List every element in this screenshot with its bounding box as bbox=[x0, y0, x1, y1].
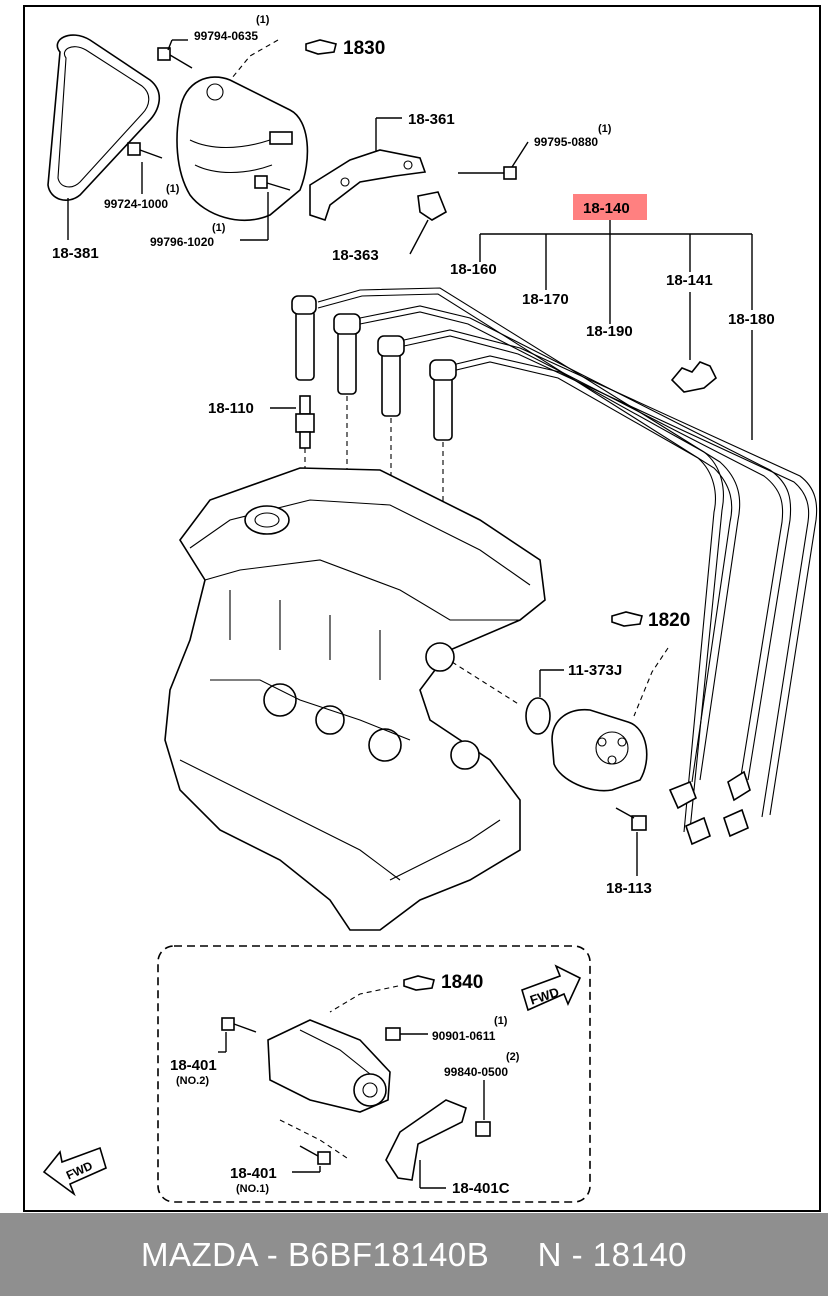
svg-text:1830: 1830 bbox=[343, 38, 385, 59]
label-starter-bolt-no2-sub: (NO.2) bbox=[176, 1075, 209, 1087]
plug-boot-3 bbox=[377, 335, 405, 417]
qty-bracket-bolt: (1) bbox=[598, 123, 612, 135]
plug-boot-4 bbox=[429, 359, 457, 441]
label-wire-170: 18-170 bbox=[522, 291, 569, 308]
starter-motor bbox=[267, 1019, 391, 1113]
starter-nut bbox=[385, 1027, 401, 1041]
section-ref-distributor: 1820 bbox=[611, 610, 690, 631]
label-starter-bracket: 18-401C bbox=[452, 1180, 510, 1197]
fwd-arrow-upper: FWD bbox=[521, 964, 582, 1012]
bolt-lower bbox=[254, 175, 291, 191]
label-bolt-upper: 99794-0635 bbox=[194, 29, 258, 43]
svg-text:1820: 1820 bbox=[648, 610, 690, 631]
part-number-footer: MAZDA - B6BF18140B N - 18140 bbox=[0, 1213, 828, 1296]
starter-washer bbox=[475, 1121, 491, 1137]
label-starter-bolt-no1: 18-401 bbox=[230, 1165, 277, 1182]
ignition-wires bbox=[317, 287, 818, 833]
alternator-bracket bbox=[309, 149, 427, 222]
label-belt: 18-381 bbox=[52, 245, 99, 262]
label-wire-190: 18-190 bbox=[586, 323, 633, 340]
label-wire-160: 18-160 bbox=[450, 261, 497, 278]
label-wire-set: 18-140 bbox=[583, 200, 630, 217]
highlight-wire-set bbox=[573, 194, 647, 220]
plug-boot-1 bbox=[291, 295, 317, 381]
wire-holder-clip bbox=[670, 361, 717, 393]
starter-bolt-no1 bbox=[299, 1145, 331, 1165]
starter-inset-frame bbox=[157, 945, 591, 1203]
wire-clip bbox=[417, 191, 448, 221]
qty-washer: (2) bbox=[506, 1051, 520, 1063]
label-clip: 18-363 bbox=[332, 247, 379, 264]
label-bolt-left: 99724-1000 bbox=[104, 197, 168, 211]
label-nut: 90901-0611 bbox=[432, 1029, 496, 1043]
drive-belt bbox=[47, 34, 160, 201]
starter-bolt-no2 bbox=[221, 1017, 257, 1033]
label-bolt-lower: 99796-1020 bbox=[150, 235, 214, 249]
bracket-bolt bbox=[458, 166, 517, 180]
starter-bracket bbox=[385, 1099, 467, 1181]
footer-text: MAZDA - B6BF18140B N - 18140 bbox=[140, 1235, 688, 1273]
label-o-ring: 11-373J bbox=[568, 662, 622, 679]
qty-nut: (1) bbox=[494, 1015, 508, 1027]
bolt-left bbox=[127, 142, 163, 159]
parts-diagram: 18-381 (1) 99794-0635 1830 (1) 99724-100… bbox=[23, 5, 821, 1212]
engine-block bbox=[164, 467, 546, 931]
distributor-wire-ends bbox=[668, 770, 751, 846]
fwd-arrow-lower: FWD bbox=[42, 1146, 107, 1197]
label-starter-bolt-no2: 18-401 bbox=[170, 1057, 217, 1074]
label-bracket-bolt: 99795-0880 bbox=[534, 135, 598, 149]
label-wire-180: 18-180 bbox=[728, 311, 775, 328]
qty-bolt-upper: (1) bbox=[256, 14, 270, 26]
spark-plug bbox=[295, 395, 315, 449]
diagram-border bbox=[23, 5, 821, 1212]
label-spark-plug: 18-110 bbox=[208, 400, 254, 417]
alternator bbox=[176, 76, 309, 221]
svg-text:1840: 1840 bbox=[441, 972, 483, 993]
qty-bolt-lower: (1) bbox=[212, 222, 226, 234]
distributor-bolt bbox=[615, 807, 647, 831]
bolt-upper bbox=[157, 47, 193, 69]
qty-bolt-left: (1) bbox=[166, 183, 180, 195]
label-bracket: 18-361 bbox=[408, 111, 455, 128]
label-starter-bolt-no1-sub: (NO.1) bbox=[236, 1183, 269, 1195]
o-ring bbox=[525, 697, 551, 735]
label-washer: 99840-0500 bbox=[444, 1065, 508, 1079]
section-ref-starter: 1840 bbox=[403, 972, 483, 993]
section-ref-alternator: 1830 bbox=[305, 38, 385, 59]
label-distributor-bolt: 18-113 bbox=[606, 880, 652, 897]
plug-boot-2 bbox=[333, 313, 361, 395]
distributor bbox=[551, 709, 648, 792]
label-wire-141: 18-141 bbox=[666, 272, 713, 289]
